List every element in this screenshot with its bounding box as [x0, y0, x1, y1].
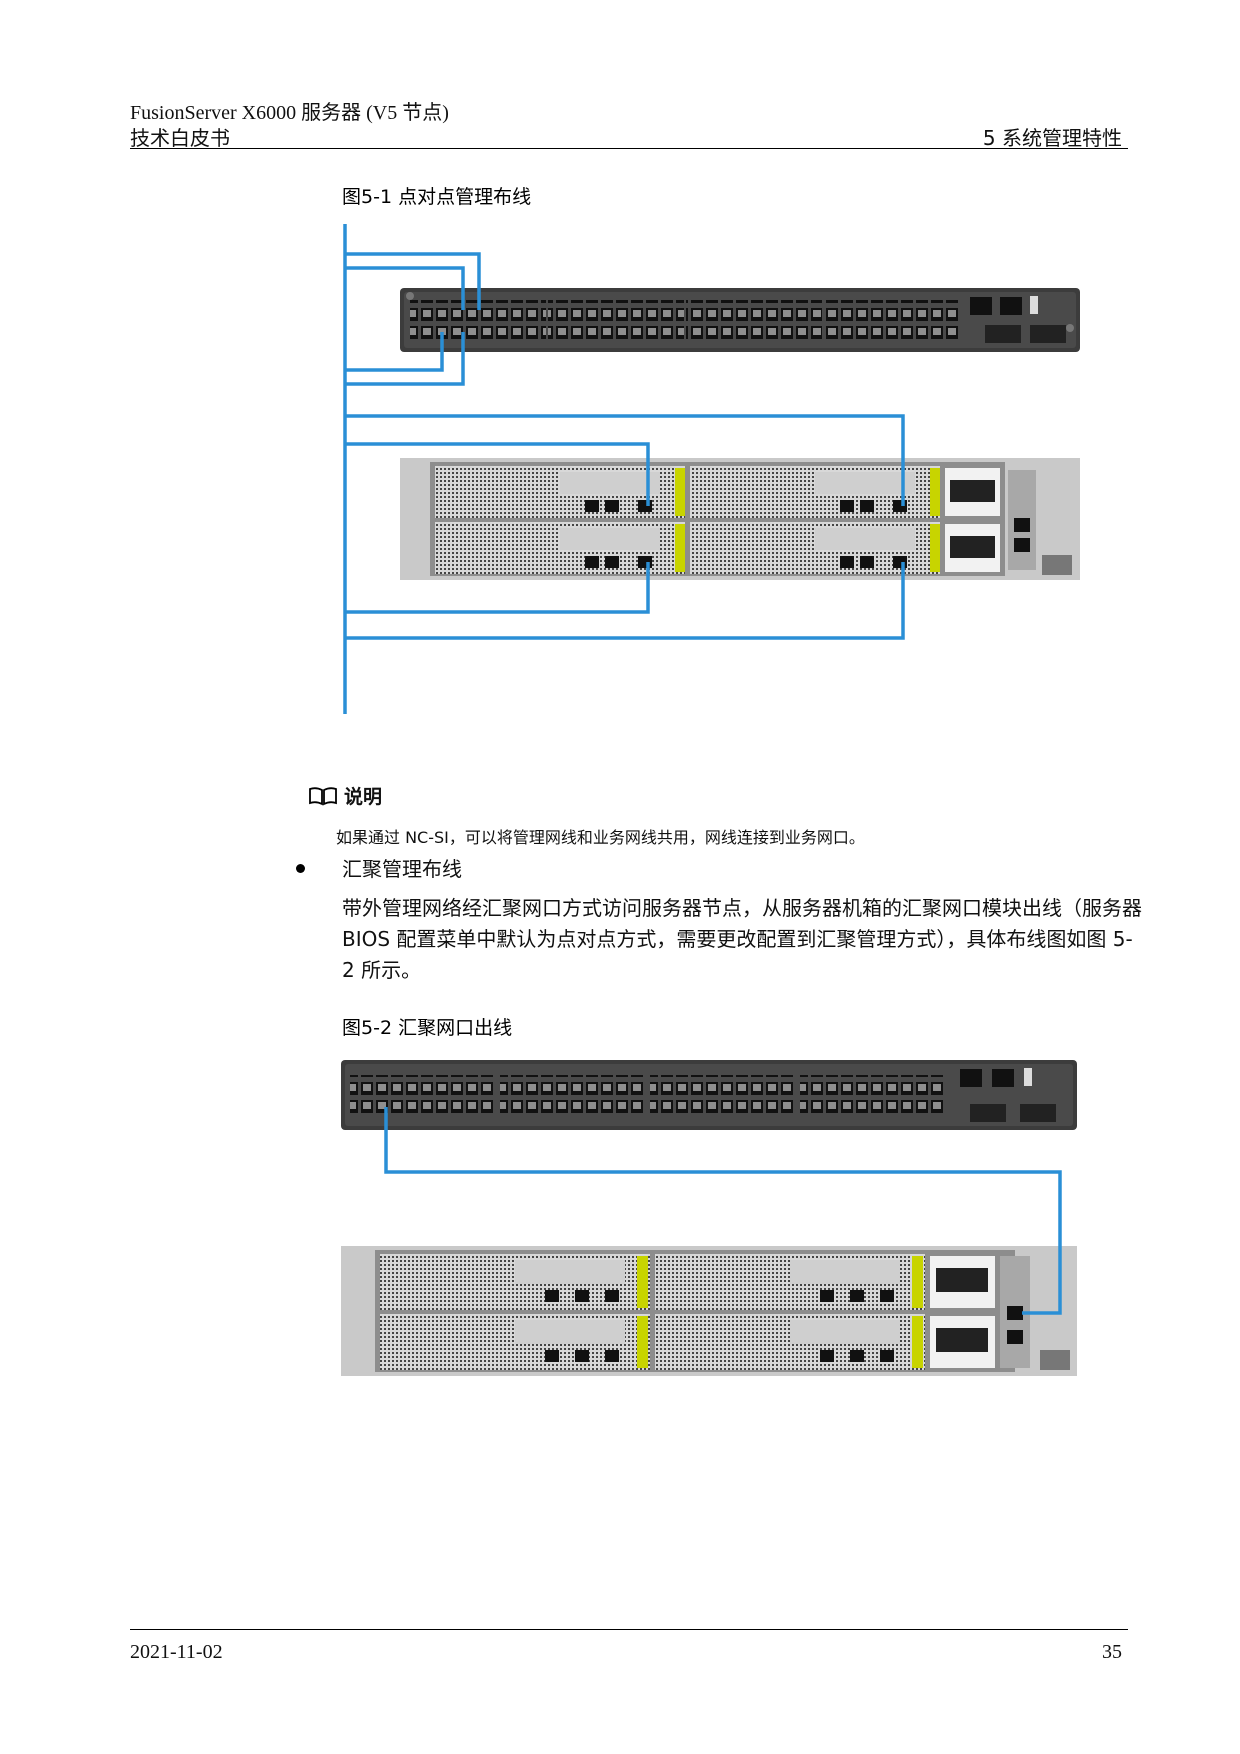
fig1-cables: [343, 224, 905, 714]
fig1-switch: [400, 288, 1080, 352]
fig1-server: [400, 458, 1080, 580]
header-doc-type: 技术白皮书: [130, 126, 230, 150]
figure1-caption: 图5-1 点对点管理布线: [342, 186, 532, 208]
fig2-server: [341, 1246, 1077, 1376]
header-product: FusionServer X6000 服务器 (V5 节点): [130, 102, 449, 124]
figure2-caption: 图5-2 汇聚网口出线: [342, 1017, 513, 1039]
bullet-paragraph: 带外管理网络经汇聚网口方式访问服务器节点，从服务器机箱的汇聚网口模块出线（服务器…: [342, 896, 1142, 982]
bullet-title: 汇聚管理布线: [342, 857, 462, 881]
fig2-cable: [384, 1107, 1062, 1315]
footer-date: 2021-11-02: [130, 1641, 223, 1663]
header-section: 5 系统管理特性: [982, 126, 1122, 150]
book-icon: [309, 786, 337, 805]
note-heading: 说明: [308, 782, 382, 809]
footer-page-number: 35: [1102, 1641, 1122, 1663]
footer-divider: [130, 1629, 1128, 1630]
fig2-switch: [341, 1060, 1077, 1130]
note-text: 如果通过 NC-SI，可以将管理网线和业务网线共用，网线连接到业务网口。: [336, 828, 865, 847]
header-divider: [130, 148, 1128, 149]
bullet-dot: [296, 864, 305, 873]
note-title: 说明: [344, 786, 383, 808]
